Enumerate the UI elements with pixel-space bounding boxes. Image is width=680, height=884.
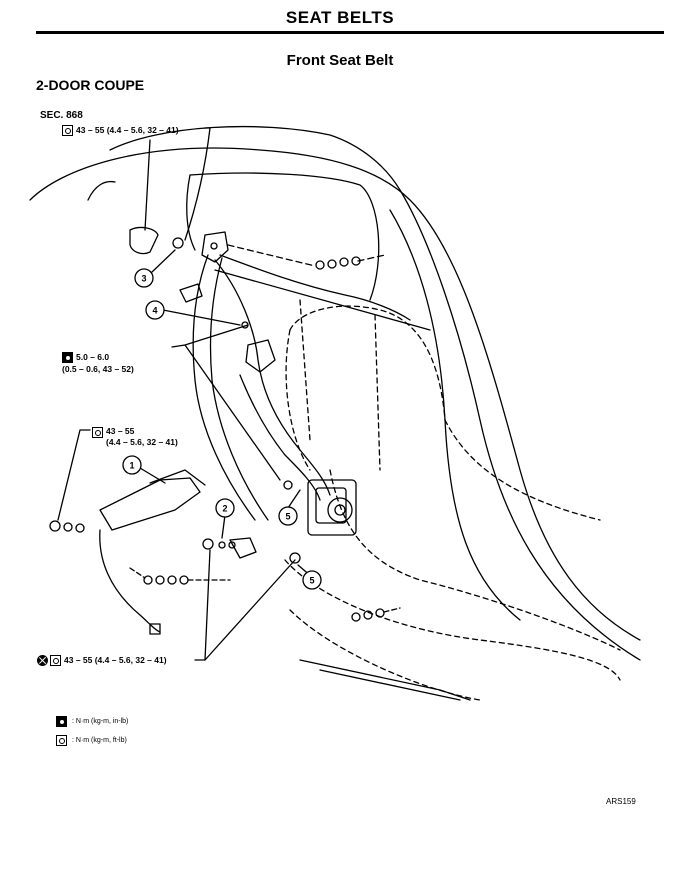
section-heading: 2-DOOR COUPE	[36, 77, 145, 93]
callout-4-label: 4	[152, 306, 157, 316]
diagram-title: Front Seat Belt	[286, 52, 394, 69]
callout-1-label: 1	[129, 461, 134, 471]
torque-label-lower-anchor: 43 – 55 (4.4 – 5.6, 32 – 41)	[64, 655, 167, 665]
callout-5b	[302, 570, 322, 590]
do-not-reuse-icon	[37, 655, 48, 666]
torque-label-guide-line2: (0.5 – 0.6, 43 – 52)	[62, 364, 134, 374]
callout-5a-label: 5	[285, 512, 290, 522]
torque-label-upper-anchor: 43 – 55 (4.4 – 5.6, 32 – 41)	[76, 125, 179, 135]
figure-reference: ARS159	[606, 797, 636, 806]
legend-ft-lb-icon	[56, 735, 67, 746]
legend-ft-lb: : N·m (kg-m, ft-lb)	[72, 737, 127, 744]
torque-ft-lb-icon	[92, 427, 103, 438]
torque-label-guide-line1: 5.0 – 6.0	[76, 352, 110, 362]
callout-1	[122, 455, 142, 475]
callout-3-label: 3	[141, 274, 146, 284]
torque-label-buckle-line2: (4.4 – 5.6, 32 – 41)	[106, 437, 178, 447]
callout-circles	[122, 268, 322, 590]
callout-2-label: 2	[222, 504, 227, 514]
torque-ft-lb-icon	[62, 125, 73, 136]
page-header: SEAT BELTS	[285, 8, 395, 27]
callout-2	[215, 498, 235, 518]
header-rule	[36, 31, 664, 34]
torque-ft-lb-icon	[50, 655, 61, 666]
torque-in-lb-icon	[62, 352, 73, 363]
sec-reference: SEC. 868	[40, 110, 83, 121]
body-outline	[29, 147, 641, 641]
callout-5b-label: 5	[309, 576, 314, 586]
torque-label-buckle-line1: 43 – 55	[106, 426, 135, 436]
legend-in-lb-icon	[56, 716, 67, 727]
callout-4	[145, 300, 165, 320]
callout-5a	[278, 506, 298, 526]
callout-3	[134, 268, 154, 288]
legend-in-lb: : N·m (kg-m, in-lb)	[72, 718, 129, 725]
